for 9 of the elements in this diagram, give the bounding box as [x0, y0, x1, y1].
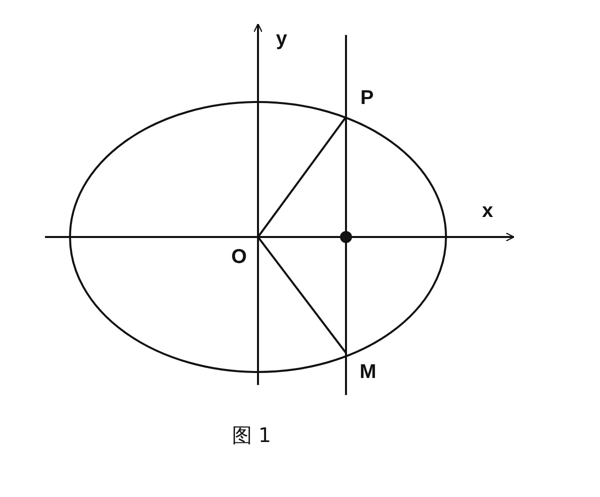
line-segment	[257, 236, 347, 354]
axis-label: y	[276, 28, 288, 51]
point-label: O	[220, 237, 258, 277]
point-dot	[340, 231, 352, 243]
point-label: M	[346, 353, 390, 391]
point-label: P	[346, 79, 388, 117]
figure-caption: 图 1	[232, 422, 272, 449]
line-segment	[257, 116, 347, 238]
axis-label: x	[482, 200, 494, 223]
